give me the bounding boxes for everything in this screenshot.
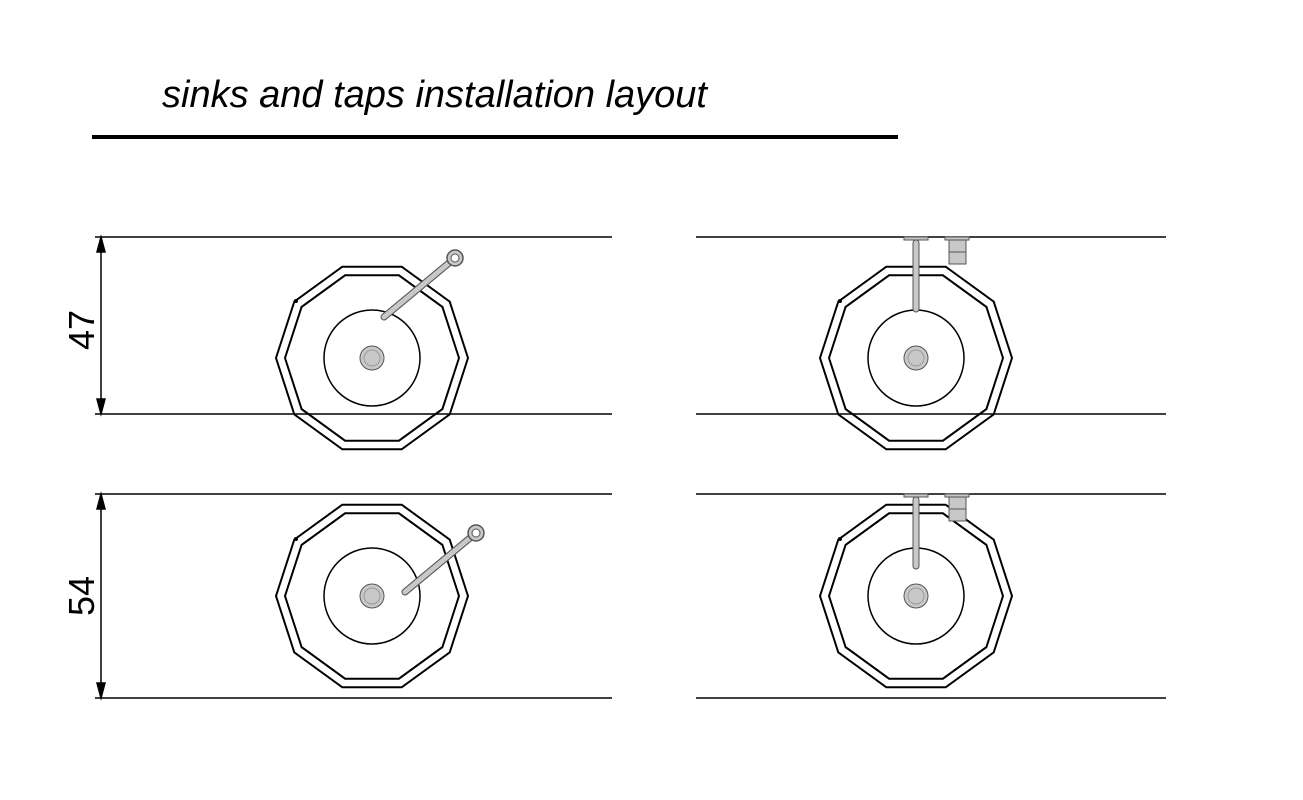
arrow-head	[96, 682, 106, 701]
sink-basin	[274, 503, 470, 689]
counter-lines	[95, 236, 1166, 699]
dimension-label-47: 47	[61, 310, 102, 350]
sink-basin	[274, 265, 470, 451]
arrow-head	[96, 398, 106, 417]
dimension-arrows	[96, 234, 106, 701]
sink-inner-rim	[283, 512, 461, 680]
sink-outer-rim	[818, 265, 1014, 451]
sink-outer-rim	[274, 265, 470, 451]
dimension-label-54: 54	[61, 576, 102, 616]
arrow-head	[96, 234, 106, 253]
marker-dot	[294, 299, 298, 303]
deck-mounted-tap	[401, 524, 485, 596]
sink-outer-rim	[274, 503, 470, 689]
drain-inner	[907, 349, 925, 367]
wall-spout	[912, 239, 920, 313]
tap-base-inner	[471, 528, 481, 538]
sink-inner-rim	[283, 274, 461, 442]
wall-mounted-tap	[903, 236, 970, 313]
basin-bowl	[323, 547, 421, 645]
sink-inner-rim	[827, 512, 1005, 680]
marker-dot	[838, 299, 842, 303]
marker-dot	[838, 537, 842, 541]
arrow-head	[96, 491, 106, 510]
tap-spout	[381, 255, 458, 320]
page-title: sinks and taps installation layout	[162, 74, 707, 116]
tap-base-inner	[450, 253, 460, 263]
drain-inner	[363, 587, 381, 605]
wall-mounted-tap	[903, 493, 970, 570]
basin-bowl	[323, 309, 421, 407]
marker-dot	[294, 537, 298, 541]
drain-inner	[907, 587, 925, 605]
tap-spout	[402, 530, 479, 595]
deck-mounted-tap	[380, 249, 464, 321]
wall-spout	[912, 496, 920, 570]
drain-inner	[363, 349, 381, 367]
title-underline	[92, 135, 898, 139]
sink-inner-rim	[827, 274, 1005, 442]
